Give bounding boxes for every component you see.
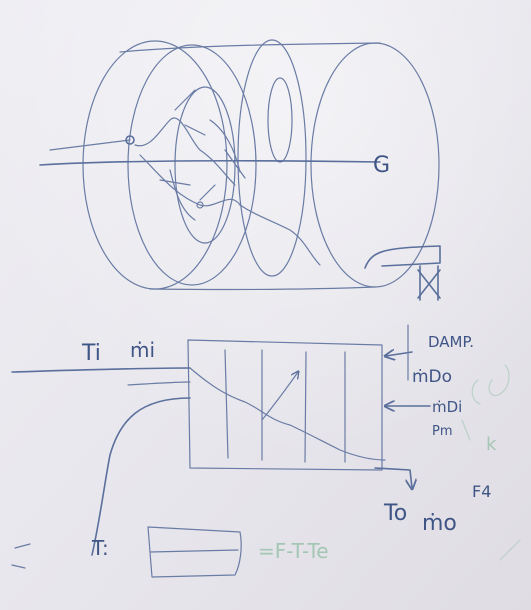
mdi-label: ṁDi — [432, 398, 462, 416]
shaft — [39, 159, 381, 166]
flow-scribble-4 — [169, 119, 241, 221]
outer-bottom-line — [149, 286, 376, 291]
flow-scribble-2 — [139, 154, 321, 266]
mdo-label: ṁDo — [412, 367, 452, 387]
mo-label: ṁo — [422, 511, 457, 536]
valve-x — [417, 269, 441, 299]
to-label: To — [383, 501, 407, 526]
t-left-label: T: — [91, 536, 109, 560]
flow-node — [196, 201, 204, 209]
tank-sketch — [11, 526, 242, 578]
ghost-stroke-3 — [461, 419, 521, 561]
flow-scribble-3 — [159, 89, 246, 201]
ghost-swirl-2 — [471, 379, 481, 405]
tank-body — [147, 526, 242, 578]
ghost-swirl-1 — [488, 364, 510, 397]
baffle-1 — [224, 349, 229, 459]
tank-level — [149, 549, 239, 553]
pm-label: Pm — [432, 424, 453, 439]
disk-2 — [127, 44, 257, 286]
condenser-sketch: Ti ṁi DAMP. ṁDo ṁDi Pm To ṁo F4 T: — [11, 324, 491, 560]
left-ticks — [11, 543, 31, 569]
ghost-k: k — [486, 434, 497, 455]
baffle-3 — [304, 351, 307, 463]
outer-top-line — [119, 42, 381, 53]
bearing-circle — [125, 135, 135, 145]
f4-label: F4 — [472, 482, 491, 501]
disk-3-inner — [267, 77, 293, 163]
mi-label: ṁi — [130, 338, 155, 362]
condenser-body — [187, 339, 383, 471]
turbine-sketch: G — [39, 39, 441, 301]
turbulent-arrow — [261, 372, 298, 421]
flow-scribble-1 — [134, 117, 236, 186]
ti-label: Ti — [81, 341, 101, 366]
generator-label: G — [373, 153, 390, 178]
inlet-line — [11, 367, 191, 373]
disk-3 — [237, 39, 307, 277]
inlet-curve — [91, 397, 191, 556]
erased-writing: =F-T-Te k — [258, 364, 521, 563]
inlet-line-2 — [127, 381, 191, 386]
coolant-path — [189, 367, 386, 461]
outlet-pipe — [364, 245, 441, 269]
ghost-formula: =F-T-Te — [258, 539, 329, 563]
shaft-left-stub — [49, 139, 131, 151]
damp-label: DAMP. — [428, 333, 474, 351]
outlet-bottom — [374, 467, 412, 488]
